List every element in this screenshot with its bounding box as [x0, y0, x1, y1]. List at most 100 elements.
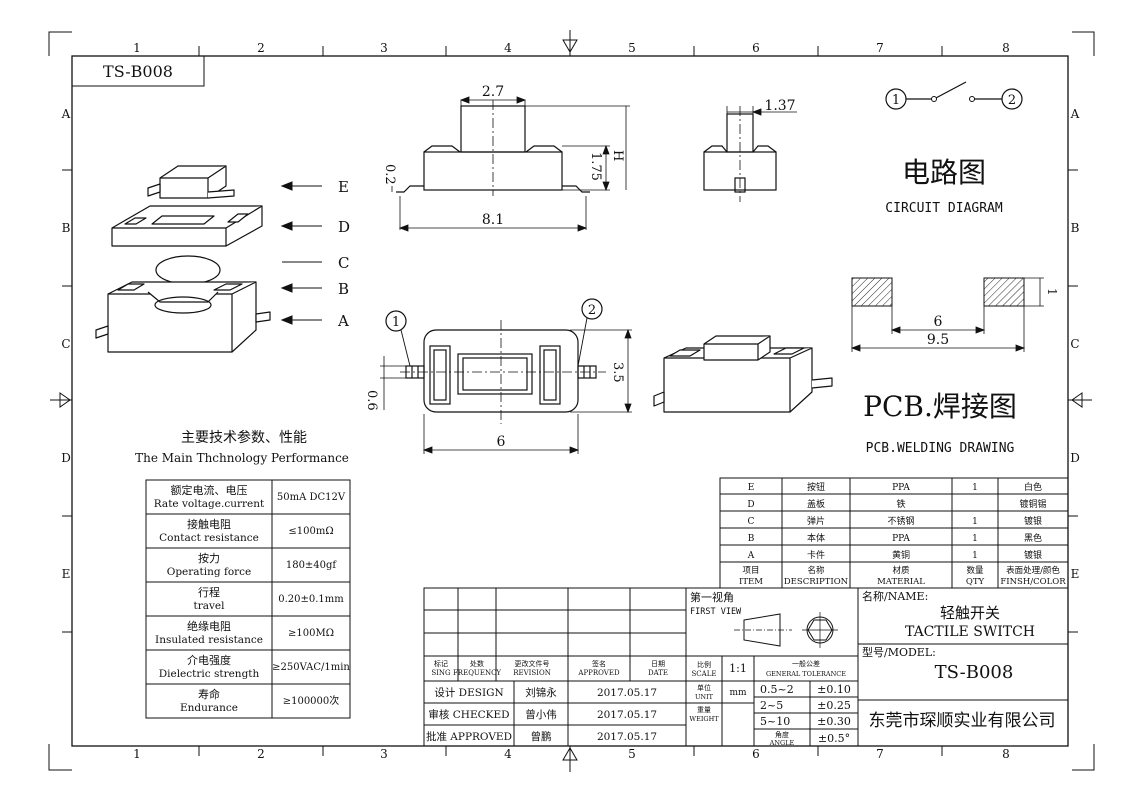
exploded-label-d: D [338, 218, 350, 236]
first-view-en: FIRST VIEW [690, 607, 742, 617]
column-label: 1 [133, 747, 141, 761]
bom-desc: 盖板 [807, 498, 825, 510]
bom-header-material-en: MATERIAL [877, 577, 925, 587]
product-name-en: TACTILE SWITCH [905, 624, 1035, 640]
column-labels: 1 2 3 4 5 6 7 8 1 2 3 4 5 6 7 8 [133, 41, 1010, 761]
bom-row: C 弹片 不锈钢 1 镀银 [748, 515, 1042, 527]
top-view [385, 298, 606, 424]
circuit-title-cn: 电路图 [902, 156, 986, 189]
bom-item: B [748, 534, 755, 544]
signoff-name: 曾小伟 [525, 708, 557, 721]
bom-finish: 镀铜锡 [1019, 498, 1046, 510]
exploded-label-a: A [337, 312, 349, 330]
column-label: 7 [876, 41, 884, 55]
part-number-box: TS-B008 [71, 55, 205, 87]
exploded-view [95, 165, 271, 353]
bom-header-desc-en: DESCRIPTION [784, 577, 849, 587]
performance-table [145, 479, 351, 719]
perf-cn: 额定电流、电压 [171, 483, 248, 497]
tolerance-cn: 一般公差 [792, 659, 820, 668]
column-label: 3 [380, 747, 388, 761]
side-view [396, 100, 590, 196]
tolerance-range: 0.5~2 [760, 683, 794, 696]
column-label: 6 [752, 747, 760, 761]
rev-header-approved: 签名 [592, 659, 606, 668]
bom-header: 项目 ITEM 名称 DESCRIPTION 材质 MATERIAL 数量 QT… [739, 565, 1066, 587]
column-label: 7 [876, 747, 884, 761]
exploded-labels [280, 181, 322, 325]
tolerance-value: ±0.10 [817, 683, 851, 696]
bom-material: PPA [892, 483, 910, 493]
bom-finish: 白色 [1024, 481, 1042, 493]
column-label: 3 [380, 41, 388, 55]
row-label: B [62, 221, 71, 235]
row-labels: A B C D E A B C D E [61, 107, 1080, 581]
perf-row: 额定电流、电压 Rate voltage.current 50mA DC12V [154, 483, 346, 510]
perf-value: ≥250VAC/1min [272, 662, 350, 673]
unit-en: UNIT [695, 693, 714, 701]
column-label: 6 [752, 41, 760, 55]
row-label: D [1070, 451, 1080, 465]
tolerance-range: 5~10 [760, 715, 790, 728]
bom-row: D 盖板 铁 镀铜锡 [747, 498, 1046, 510]
row-label: C [1070, 337, 1079, 351]
bom-finish: 黑色 [1024, 532, 1042, 544]
scale-value: 1:1 [729, 662, 747, 675]
end-dim-top: 1.37 [764, 98, 795, 114]
model-label: 型号/MODEL: [862, 645, 936, 659]
signoff-date: 2017.05.17 [597, 731, 657, 743]
bom-desc: 弹片 [807, 515, 825, 527]
product-name-cn: 轻触开关 [940, 604, 1000, 622]
signoff-rows: 设计 DESIGN 刘锦永 2017.05.17 审核 CHECKED 曾小伟 … [426, 686, 657, 743]
bom-item: C [748, 517, 755, 527]
angle-en: ANGLE [769, 739, 795, 747]
bom-qty: 1 [972, 517, 978, 527]
first-angle-symbol [734, 612, 838, 648]
top-pin2: 2 [588, 303, 596, 318]
name-label: 名称/NAME: [862, 589, 928, 603]
perf-en: travel [193, 600, 225, 612]
rev-header-approved-en: APPROVED [577, 669, 620, 677]
top-pin1: 1 [392, 315, 400, 330]
company-name: 东莞市琛顺实业有限公司 [869, 711, 1056, 731]
bom-finish: 镀银 [1024, 515, 1042, 527]
perf-cn: 按力 [198, 551, 220, 565]
side-dim-h: H [610, 150, 625, 161]
bom-row: A 卡件 黄铜 1 镀银 [747, 549, 1042, 561]
performance-title-en: The Main Thchnology Performance [135, 451, 349, 465]
pcb-dims [850, 277, 1044, 352]
pcb-title-en: PCB.WELDING DRAWING [866, 441, 1015, 456]
pcb-pads [851, 277, 1025, 307]
rev-header-date-en: DATE [648, 669, 668, 677]
perf-en: Dielectric strength [159, 668, 260, 680]
column-label: 2 [257, 747, 265, 761]
side-dim-right: 1.75 [588, 152, 603, 181]
side-view-dims [391, 96, 630, 232]
rev-header-sign: 标记 [434, 659, 448, 668]
circuit-pin2: 2 [1008, 93, 1016, 108]
perf-value: 0.20±0.1mm [278, 594, 344, 605]
signoff-name: 刘锦永 [525, 686, 557, 699]
top-dim-left: 0.6 [364, 390, 379, 411]
scale-en: SCALE [692, 670, 717, 678]
bom-header-material: 材质 [892, 565, 910, 576]
column-label: 5 [628, 747, 636, 761]
perf-value: 50mA DC12V [277, 492, 346, 503]
perf-row: 行程 travel 0.20±0.1mm [193, 586, 344, 612]
row-label: A [1070, 107, 1080, 121]
rev-header-frequency-en: FREQUENCY [453, 669, 501, 677]
tolerance-en: GENERAL TOLERANCE [766, 670, 846, 678]
column-label: 4 [504, 41, 512, 55]
performance-title-cn: 主要技术参数、性能 [181, 429, 307, 446]
unit-cn: 单位 [697, 683, 711, 692]
model-value: TS-B008 [935, 662, 1014, 683]
perf-row: 按力 Operating force 180±40gf [167, 551, 338, 578]
tolerance-value: ±0.25 [817, 699, 851, 712]
pcb-title-cn: PCB.焊接图 [863, 390, 1017, 423]
side-dim-bottom: 8.1 [482, 212, 504, 228]
bom-header-finish-en: FINSH/COLOR [1000, 577, 1066, 587]
row-label: D [61, 451, 71, 465]
row-label: E [62, 567, 71, 581]
weight-en: WEIGHT [689, 715, 719, 723]
perf-cn: 行程 [198, 586, 220, 599]
